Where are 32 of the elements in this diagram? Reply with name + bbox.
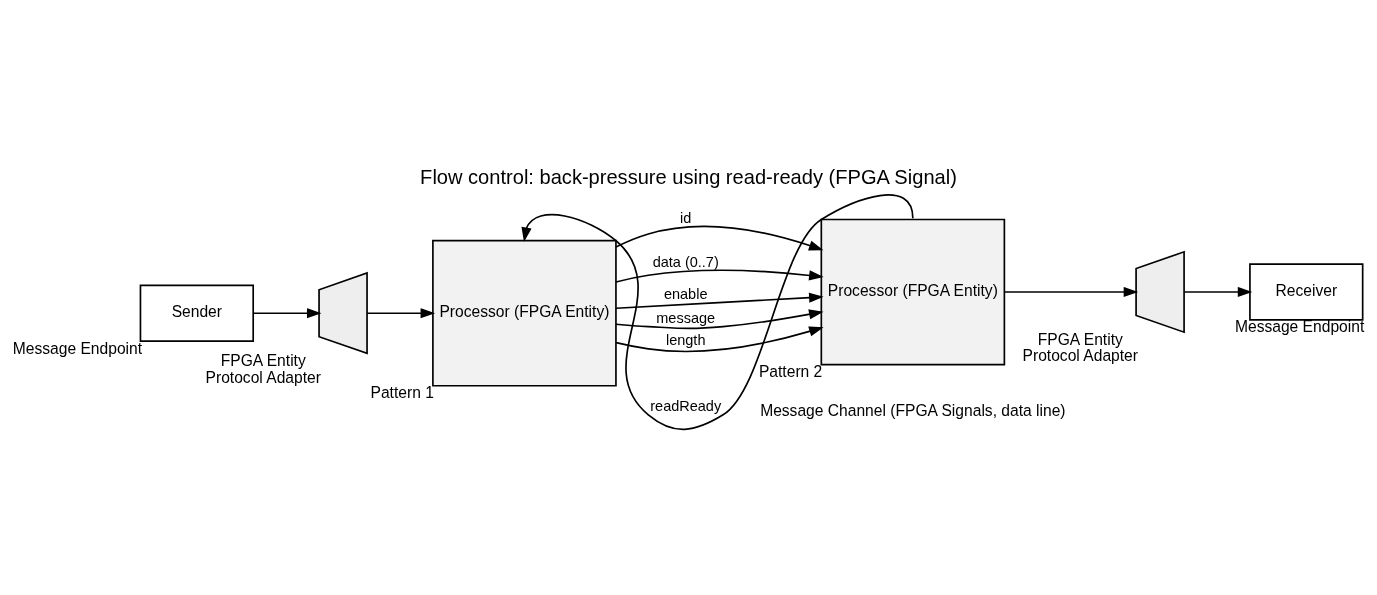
arrow <box>252 308 322 319</box>
arrow <box>615 269 824 283</box>
edge-label: id <box>680 210 692 227</box>
node-box: Receiver <box>1249 263 1364 321</box>
arrow <box>615 326 824 353</box>
node-label: Protocol Adapter <box>205 368 321 386</box>
node-label: Message Endpoint <box>1234 318 1365 336</box>
edge-label: enable <box>663 286 708 303</box>
arrow <box>1183 286 1253 298</box>
node-label: Message Endpoint <box>12 339 143 357</box>
node-box: Processor (FPGA Entity) <box>820 218 1006 366</box>
diagram-title: Flow control: back-pressure using read-ready (FPGA Signal) <box>420 166 957 188</box>
node-label: FPGA Entity <box>1037 330 1123 348</box>
edge-label: length <box>665 331 706 348</box>
edge-label: message <box>656 309 716 326</box>
arrow <box>1003 286 1139 298</box>
node-trapezoid <box>318 271 368 355</box>
edge-label: readReady <box>650 397 722 414</box>
arrow <box>615 225 824 251</box>
node-label: Pattern 1 <box>370 384 434 402</box>
arrow <box>615 292 824 310</box>
node-box: Processor (FPGA Entity) <box>432 239 617 387</box>
arrow <box>366 308 436 319</box>
edge-label: data (0..7) <box>652 253 719 270</box>
node-label: FPGA Entity <box>220 351 306 369</box>
arrow <box>521 194 914 431</box>
label: Message Channel (FPGA Signals, data line) <box>760 401 1066 419</box>
node-box: Sender <box>139 284 255 342</box>
node-label: Protocol Adapter <box>1022 347 1138 365</box>
node-label: Pattern 2 <box>758 363 823 381</box>
node-trapezoid <box>1135 250 1185 334</box>
arrow <box>615 309 824 330</box>
